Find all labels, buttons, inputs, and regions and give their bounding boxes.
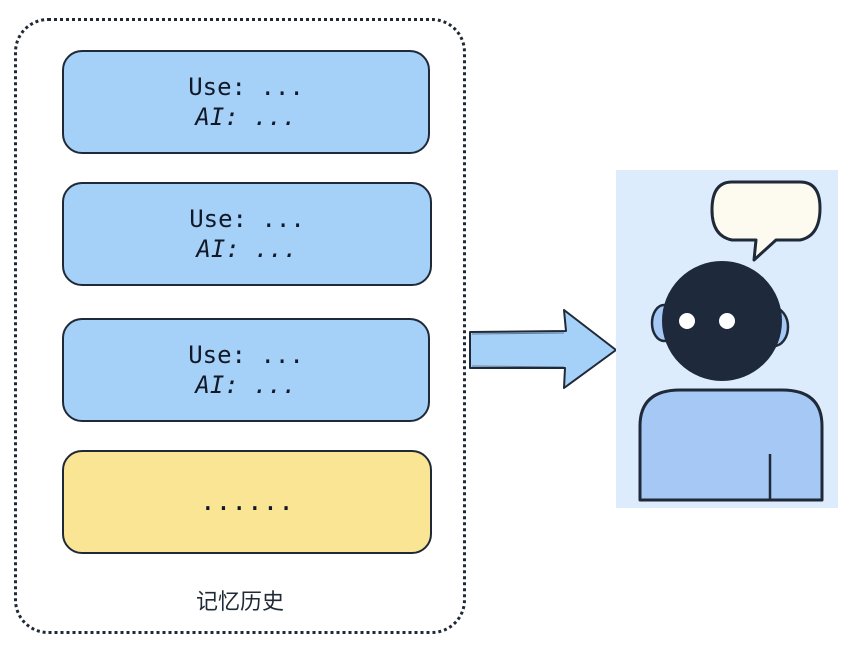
robot-avatar-icon (638, 180, 824, 502)
user-message-text: Use: ... (189, 205, 305, 233)
memory-more-messages: ...... (62, 450, 432, 554)
memory-history-caption: 记忆历史 (195, 590, 284, 615)
ai-agent-panel (616, 170, 838, 508)
more-messages-ellipsis: ...... (200, 486, 294, 517)
speech-bubble-icon (710, 180, 822, 262)
user-message-text: Use: ... (188, 73, 304, 101)
ai-message-text: AI: ... (196, 235, 298, 263)
memory-message-2: Use: ... AI: ... (62, 182, 432, 286)
memory-message-1: Use: ... AI: ... (62, 50, 430, 154)
ai-message-text: AI: ... (195, 103, 297, 131)
memory-history-container (14, 18, 466, 634)
right-arrow-icon (469, 309, 617, 389)
memory-message-3: Use: ... AI: ... (62, 318, 430, 422)
ai-message-text: AI: ... (195, 371, 297, 399)
user-message-text: Use: ... (188, 341, 304, 369)
